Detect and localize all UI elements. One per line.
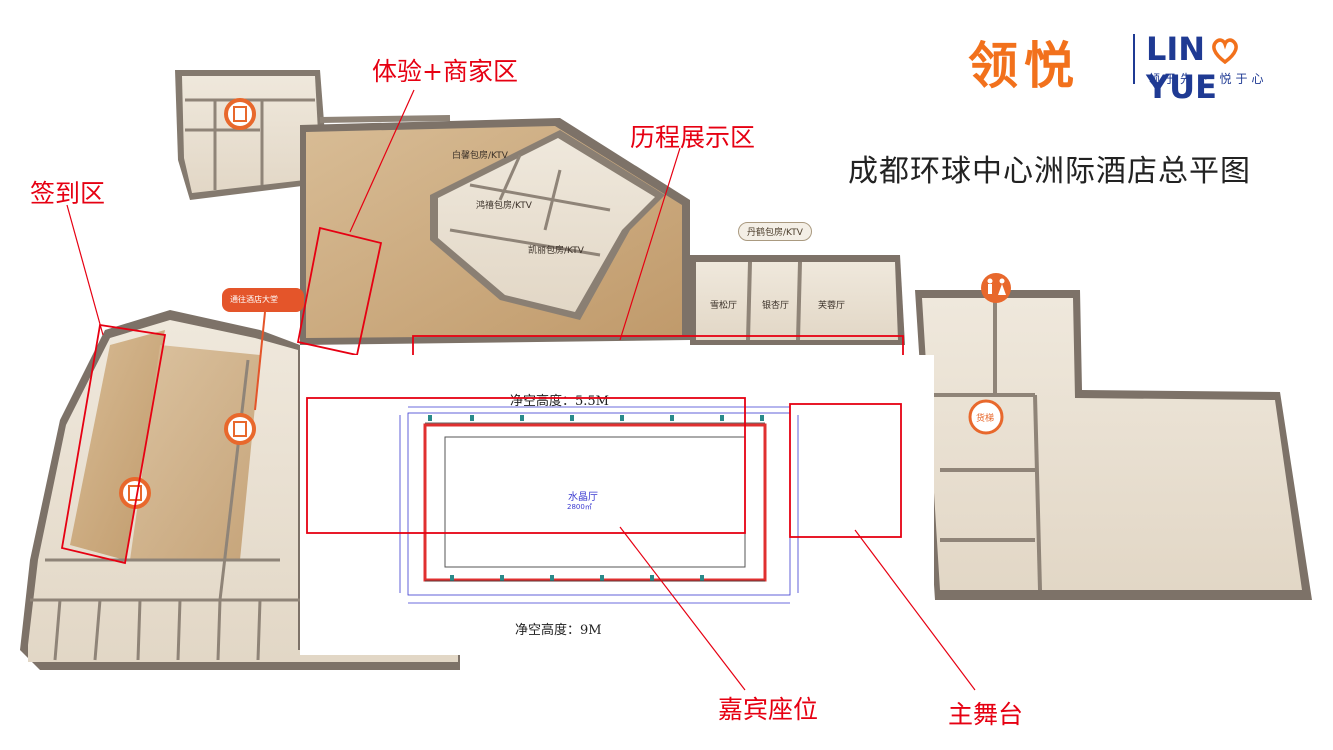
logo-slogan: 领于先 · 悦于心	[1148, 72, 1268, 86]
elevator-label: 货梯	[976, 414, 995, 424]
zone-label-checkin: 签到区	[30, 179, 106, 208]
cad-floor-drawing	[300, 355, 934, 655]
zone-label-history: 历程展示区	[630, 123, 756, 152]
lobby-label: 通往酒店大堂	[230, 295, 278, 304]
main-stage-box	[789, 403, 902, 538]
heart-icon	[1212, 38, 1238, 64]
cad-drawing-svg	[399, 406, 799, 604]
logo-divider	[1133, 34, 1135, 84]
checkin-zone-box	[60, 323, 167, 565]
zone-label-vip-seats: 嘉宾座位	[718, 695, 819, 724]
room-label-yinxing: 银杏厅	[762, 301, 790, 311]
room-label-hongxi: 鸿禧包房/KTV	[476, 201, 532, 211]
room-label-xuesong: 雪松厅	[710, 301, 738, 311]
room-label-furong: 芙蓉厅	[818, 301, 846, 311]
company-logo: 领悦 LINYUE 领于先 · 悦于心	[968, 26, 1298, 106]
location-pin-icon	[224, 98, 256, 130]
ceiling-height-bottom: 净空高度：9M	[515, 623, 602, 638]
zone-label-main-stage: 主舞台	[948, 700, 1024, 729]
logo-english-right: YUE	[1146, 68, 1218, 106]
lobby-marker	[222, 288, 304, 312]
logo-english-left: LIN	[1146, 30, 1206, 68]
page-title: 成都环球中心洲际酒店总平图	[848, 154, 1251, 189]
main-building	[20, 70, 1312, 670]
logo-english: LINYUE	[1146, 30, 1298, 106]
room-tag-danhe: 丹鹤包房/KTV	[738, 222, 812, 241]
hall-name: 水晶厅	[568, 492, 598, 503]
logo-chinese: 领悦	[968, 36, 1080, 95]
zone-label-experience: 体验+商家区	[372, 57, 518, 86]
location-pin-icon	[224, 413, 256, 445]
elevator-pin	[968, 399, 1004, 435]
room-label-baishu: 白馨包房/KTV	[452, 151, 508, 161]
leader-lines	[66, 89, 681, 341]
room-label-kaili: 凯丽包房/KTV	[528, 246, 584, 256]
hall-area: 2800㎡	[567, 503, 592, 511]
vip-seats-box	[306, 397, 746, 534]
restroom-icon	[981, 273, 1011, 303]
